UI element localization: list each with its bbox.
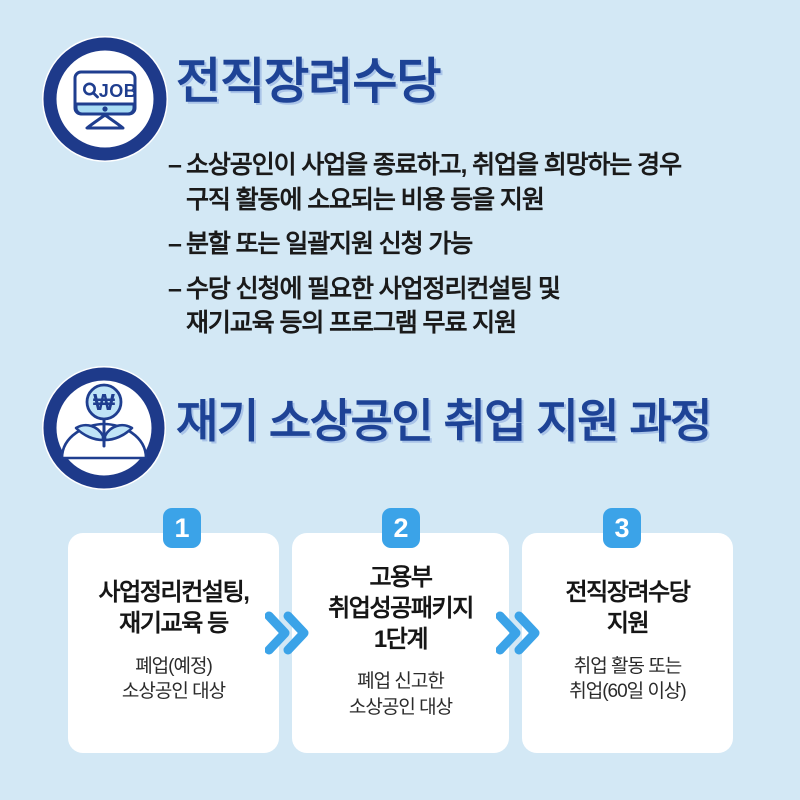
list-item: – 수당 신청에 필요한 사업정리컨설팅 및 재기교육 등의 프로그램 무료 지… xyxy=(168,272,788,341)
double-chevron-right-icon xyxy=(265,608,309,658)
step-title: 사업정리컨설팅, 재기교육 등 xyxy=(98,579,249,638)
bullet-dash-icon: – xyxy=(168,274,182,303)
list-item-text: 분할 또는 일괄지원 신청 가능 xyxy=(186,230,473,258)
step-subtitle: 폐업 신고한 소상공인 대상 xyxy=(348,671,453,718)
double-chevron-right-icon xyxy=(496,608,540,658)
benefit-bullet-list: – 소상공인이 사업을 종료하고, 취업을 희망하는 경우 구직 활동에 소요되… xyxy=(168,148,788,351)
step-number-badge: 2 xyxy=(382,508,420,548)
list-item-text: 수당 신청에 필요한 사업정리컨설팅 및 재기교육 등의 프로그램 무료 지원 xyxy=(186,274,561,338)
step-title: 전직장려수당 지원 xyxy=(565,579,690,638)
bullet-dash-icon: – xyxy=(168,151,182,179)
step-number-badge: 3 xyxy=(603,508,641,548)
step-number-badge: 1 xyxy=(163,508,201,548)
section-title: 재기 소상공인 취업 지원 과정 xyxy=(176,395,712,447)
svg-text:₩: ₩ xyxy=(93,389,115,415)
svg-text:JOB: JOB xyxy=(99,81,138,101)
step-subtitle: 폐업(예정) 소상공인 대상 xyxy=(121,655,226,703)
sprout-won-icon: ₩ xyxy=(42,366,166,490)
job-monitor-icon: JOB xyxy=(42,36,168,162)
list-item: – 소상공인이 사업을 종료하고, 취업을 희망하는 경우 구직 활동에 소요되… xyxy=(168,148,788,217)
list-item-text: 소상공인이 사업을 종료하고, 취업을 희망하는 경우 구직 활동에 소요되는 … xyxy=(186,151,682,214)
page-title: 전직장려수당 xyxy=(176,55,441,109)
step-subtitle: 취업 활동 또는 취업(60일 이상) xyxy=(569,655,686,703)
bullet-dash-icon: – xyxy=(168,230,182,258)
step-title: 고용부 취업성공패키지 1단계 xyxy=(328,563,474,653)
step-card: 고용부 취업성공패키지 1단계 폐업 신고한 소상공인 대상 xyxy=(292,533,509,753)
step-card: 사업정리컨설팅, 재기교육 등 폐업(예정) 소상공인 대상 xyxy=(68,533,279,753)
list-item: – 분할 또는 일괄지원 신청 가능 xyxy=(168,227,788,262)
step-card: 전직장려수당 지원 취업 활동 또는 취업(60일 이상) xyxy=(522,533,733,753)
